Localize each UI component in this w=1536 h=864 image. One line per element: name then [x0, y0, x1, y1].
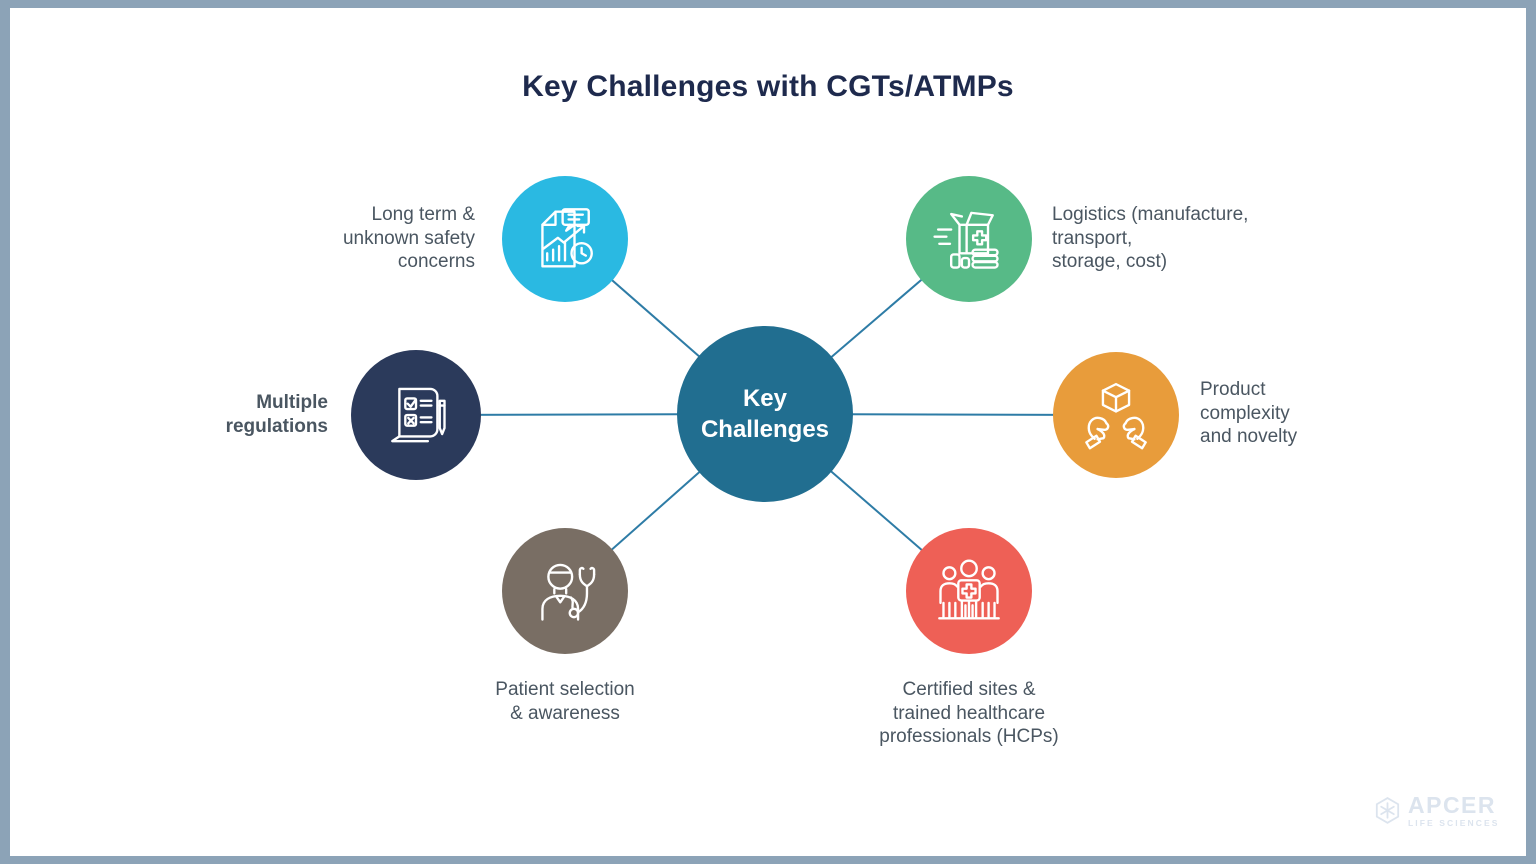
page-title: Key Challenges with CGTs/ATMPs	[522, 70, 1014, 103]
node-label-product-complexity: Product complexity and novelty	[1200, 379, 1298, 447]
doctor-stethoscope-icon	[541, 563, 596, 621]
apcer-hex-icon	[1375, 796, 1400, 824]
report-trend-clock-icon	[541, 208, 593, 268]
logistics-box-icon	[933, 211, 999, 269]
healthcare-team-icon	[938, 559, 1000, 620]
node-label-certified-sites: Certified sites & trained healthcare pro…	[879, 679, 1059, 747]
logo-brand: APCER	[1408, 792, 1497, 818]
logo-tagline: LIFE SCIENCES	[1408, 818, 1500, 828]
apcer-logo: APCER LIFE SCIENCES	[1374, 794, 1500, 828]
center-node-label: Key Challenges	[700, 385, 830, 443]
node-product-complexity	[1053, 352, 1179, 478]
node-patient-selection	[502, 528, 628, 654]
node-label-logistics: Logistics (manufacture, transport, stora…	[1052, 204, 1249, 272]
node-long-term-safety	[502, 176, 628, 302]
node-certified-sites	[906, 528, 1032, 654]
logo-text: APCER LIFE SCIENCES	[1408, 794, 1500, 828]
node-logistics	[906, 176, 1032, 302]
node-multiple-regulations	[351, 350, 481, 480]
center-node: Key Challenges	[677, 326, 853, 502]
hands-cube-icon	[1085, 382, 1147, 450]
node-label-patient-selection: Patient selection & awareness	[495, 679, 635, 724]
node-label-long-term-safety: Long term & unknown safety concerns	[342, 204, 475, 272]
regulations-scroll-icon	[391, 387, 446, 443]
node-label-multiple-regulations: Multiple regulations	[225, 392, 328, 437]
